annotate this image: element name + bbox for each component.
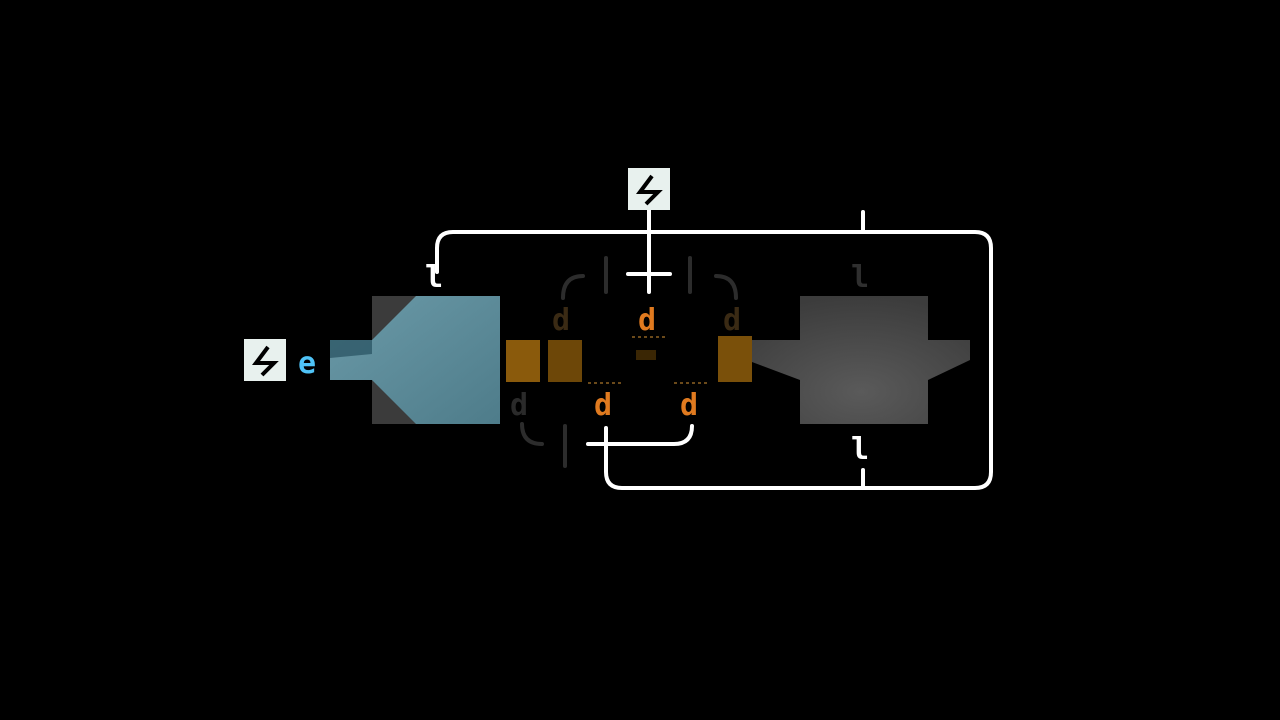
input-chamber[interactable] — [330, 296, 500, 424]
link-label: l — [851, 432, 869, 467]
power-source-top[interactable] — [628, 168, 670, 210]
delay-label: d — [552, 303, 570, 338]
wire-network — [435, 208, 993, 490]
lightning-bolt-icon — [636, 174, 663, 206]
conduit-segments — [506, 336, 752, 382]
top-loop-wire — [435, 230, 993, 490]
delay-label: d — [510, 388, 528, 423]
lightning-bolt-icon — [252, 345, 279, 377]
conduit-segment — [636, 350, 656, 360]
link-label: l — [851, 260, 869, 295]
delay-label: d — [680, 388, 698, 423]
inactive-wiring — [520, 256, 738, 468]
delay-label: d — [723, 303, 741, 338]
conduit-segment — [506, 340, 540, 382]
conduit-segment — [718, 336, 752, 382]
conduit-segment — [548, 340, 582, 382]
link-label: l — [425, 260, 443, 295]
power-source-left[interactable] — [244, 339, 286, 381]
lower-branch-wire — [586, 424, 694, 446]
contact-marks — [588, 336, 710, 384]
delay-label: d — [638, 303, 656, 338]
input-signal-label: e — [298, 346, 316, 381]
delay-label: d — [594, 388, 612, 423]
output-chamber[interactable] — [752, 296, 970, 424]
